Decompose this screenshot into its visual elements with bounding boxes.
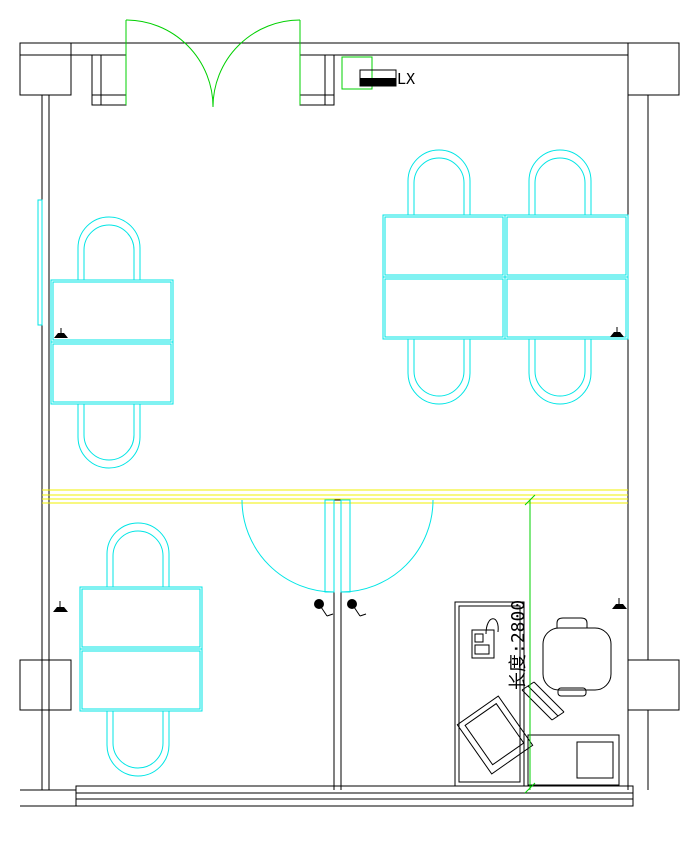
panel-tag-label: LX [397,70,415,88]
left-window [37,199,43,326]
length-annotation: 长度:2800 [508,600,529,690]
interior-partition-wall [333,499,342,790]
entrance-door-jambs [91,54,335,106]
lamp-icon [314,599,334,617]
ceiling-sensor-icon [54,328,68,338]
interior-double-door[interactable] [241,499,434,593]
desk-cluster-lower-left [79,522,203,777]
ceiling-sensor-icon [53,601,68,612]
lamp-icon [347,599,367,617]
columns [19,42,680,711]
computer-workstation [456,681,565,775]
side-cabinet [527,734,620,786]
electrical-panel: LX [341,56,415,90]
telephone-icon [471,618,499,659]
glass-partition [42,489,628,504]
dimension-line [524,494,536,794]
outer-walls [20,42,679,807]
ceiling-sensor-icon [610,327,624,337]
office-desk [454,601,525,787]
ceiling-sensor-icon [612,598,627,609]
entrance-double-door[interactable] [125,19,301,108]
desk-cluster-left [50,216,174,469]
armchair-icon [542,617,612,697]
desk-cluster-right [382,149,629,405]
